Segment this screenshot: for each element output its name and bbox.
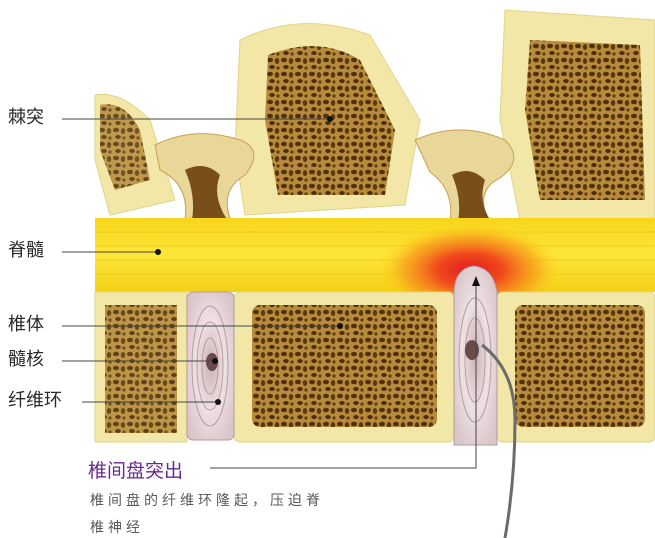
- upper-right-pores: [525, 40, 645, 200]
- label-spinal-cord: 脊髓: [8, 242, 44, 260]
- herniation-caption-line1: 椎间盘的纤维环隆起，压迫脊: [90, 490, 324, 510]
- spinal-cord-band: [95, 218, 655, 292]
- nucleus-pulposus-herniated: [465, 340, 479, 360]
- vertebral-body-left-pores: [105, 305, 177, 433]
- label-nucleus-pulposus: 髓核: [8, 351, 44, 369]
- label-spinous-process: 棘突: [8, 109, 44, 127]
- vertebral-body-right-pores: [515, 305, 645, 427]
- label-vertebral-body: 椎体: [8, 316, 44, 334]
- vertebral-body-middle-pores: [252, 305, 437, 427]
- herniation-caption-line2: 椎神经: [90, 517, 144, 537]
- herniation-title: 椎间盘突出: [88, 456, 183, 483]
- label-annulus-fibrosus: 纤维环: [8, 392, 62, 410]
